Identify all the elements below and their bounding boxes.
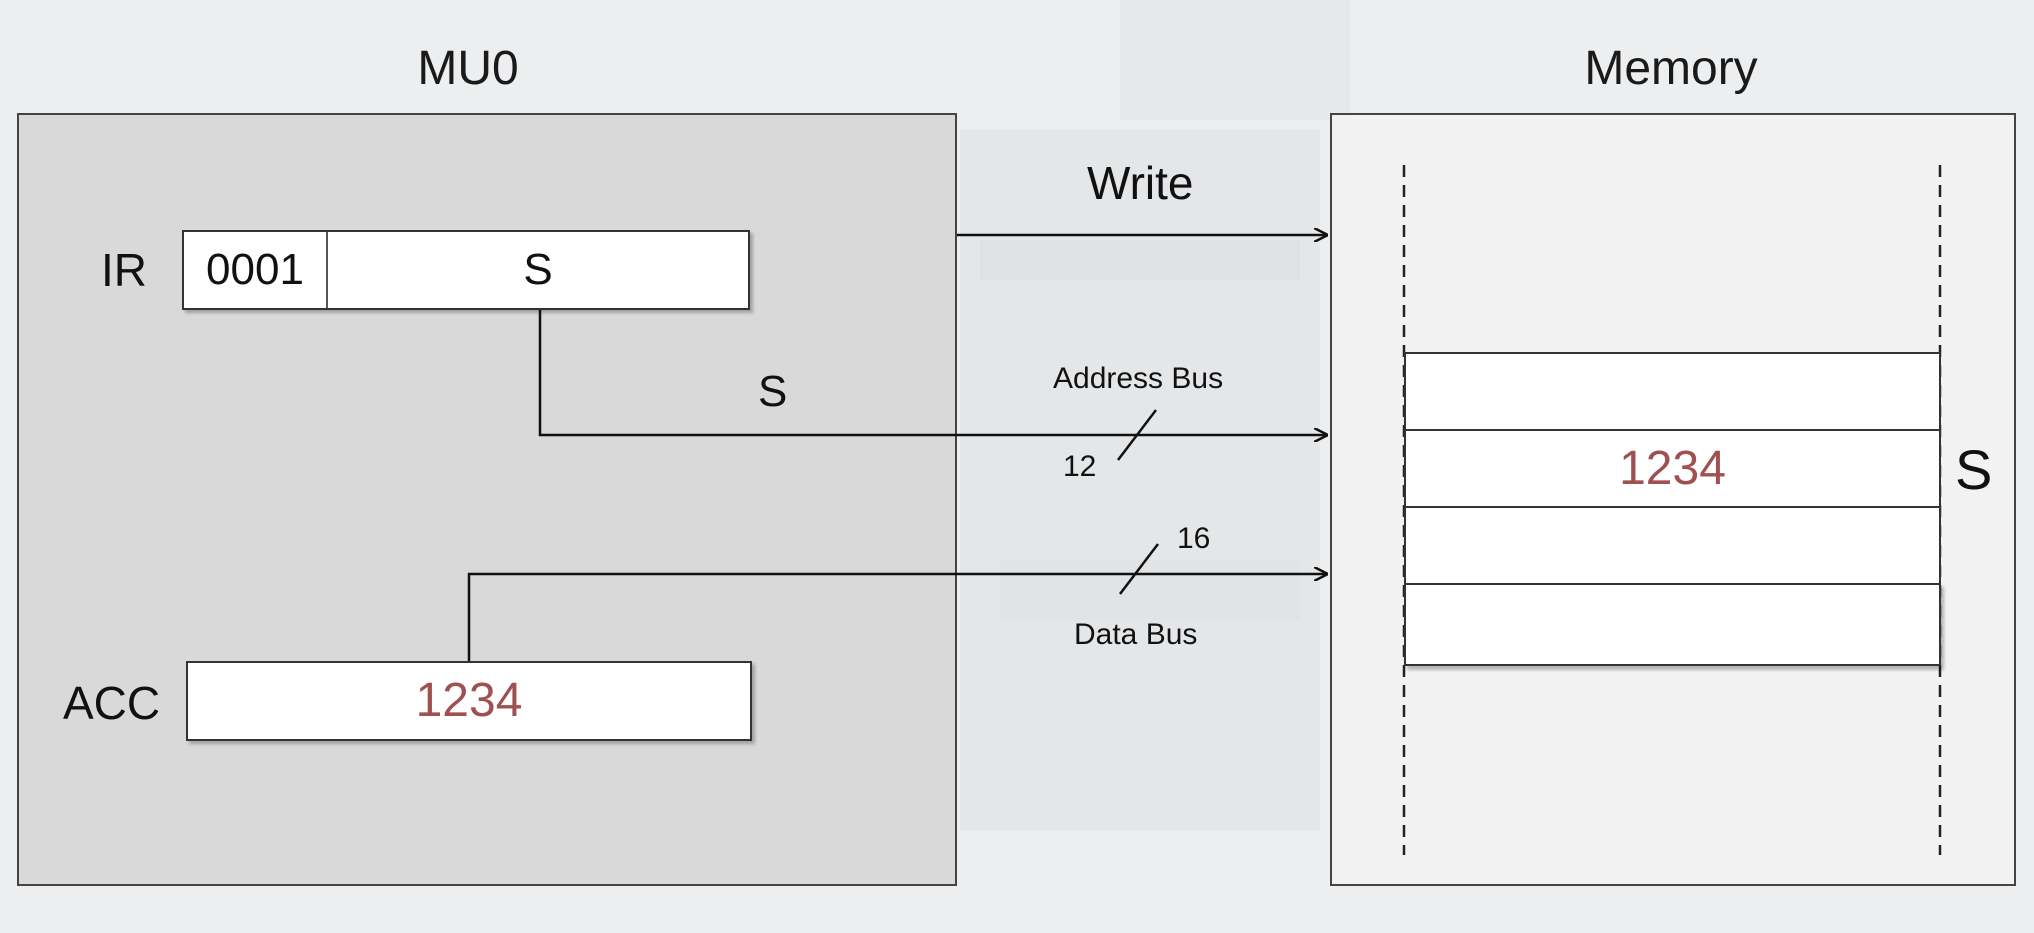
data-bus-width: 16 (1177, 522, 1211, 555)
mu0-processor-box (17, 113, 957, 886)
memory-cell (1404, 352, 1941, 431)
address-bus-width: 12 (1063, 450, 1097, 483)
memory-cell (1404, 506, 1941, 585)
operand-wire-label: S (758, 367, 788, 416)
ir-operand-field: S (523, 245, 553, 294)
memory-cell-value: 1234 (1619, 442, 1726, 495)
acc-value: 1234 (415, 674, 523, 727)
memory-address-label: S (1955, 438, 1993, 501)
accumulator-register: 1234 (186, 661, 752, 741)
memory-cell (1404, 583, 1941, 666)
address-bus-label: Address Bus (1053, 362, 1224, 395)
memory-title: Memory (1584, 42, 1758, 95)
ir-label: IR (101, 244, 147, 296)
write-signal-label: Write (1087, 157, 1194, 209)
data-bus-label: Data Bus (1074, 618, 1198, 651)
memory-cell-s: 1234 (1404, 429, 1941, 508)
mu0-title: MU0 (417, 42, 519, 95)
ir-opcode-field: 0001 (184, 232, 328, 308)
acc-label: ACC (63, 677, 161, 729)
instruction-register: 0001 S (182, 230, 750, 310)
